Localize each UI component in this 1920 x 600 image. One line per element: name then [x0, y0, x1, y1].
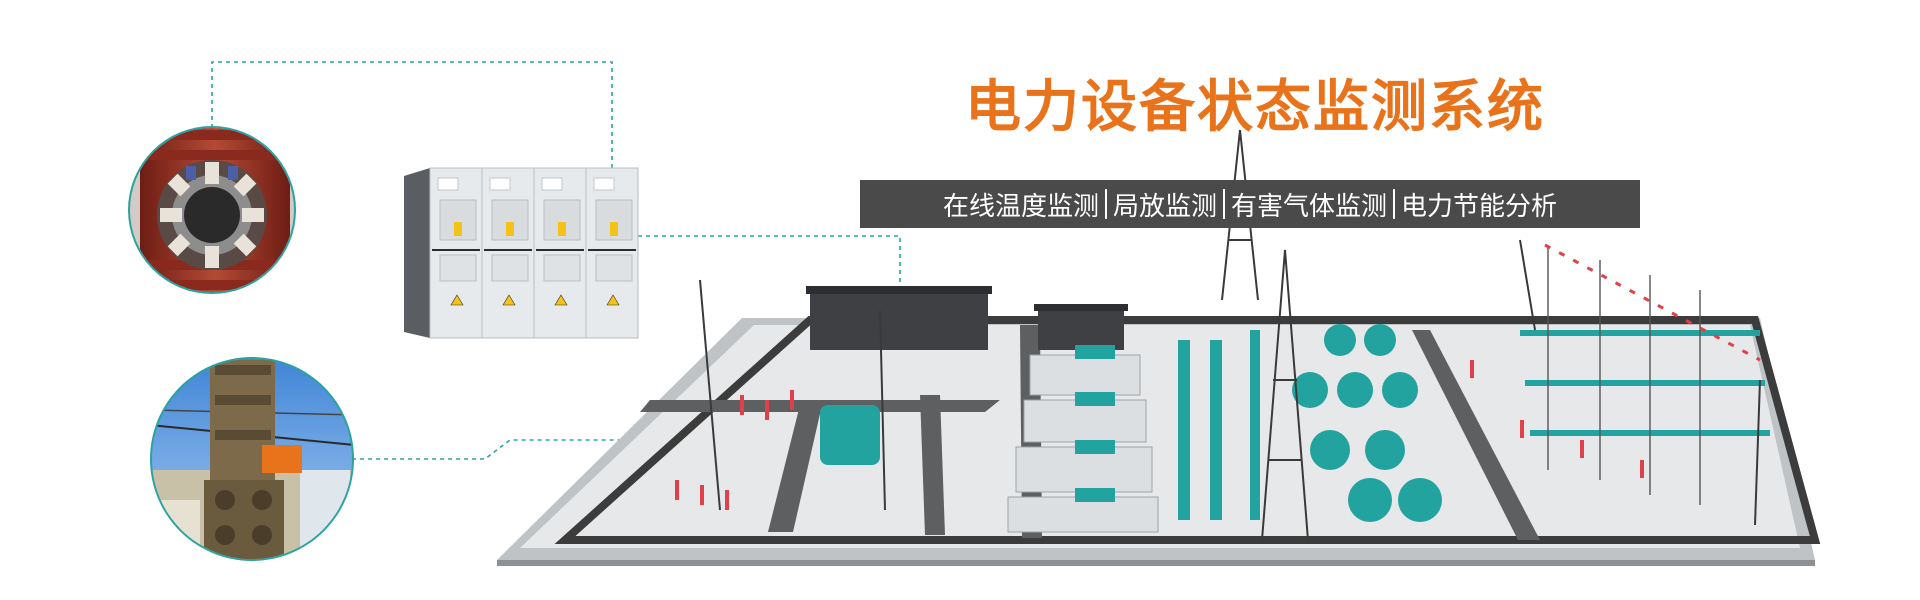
feature-temperature: 在线温度监测: [942, 191, 1099, 222]
busbar-clamp-sensor-photo: [150, 357, 354, 561]
substation-3d-model: [497, 129, 1821, 566]
feature-gas: 有害气体监测: [1231, 191, 1388, 222]
feature-separator: [1223, 189, 1225, 219]
feature-separator: [1393, 189, 1396, 219]
insulator-sensor-photo: [128, 126, 296, 294]
feature-energy: 电力节能分析: [1401, 191, 1558, 222]
connector-lines: [211, 61, 1040, 460]
page-title: 电力设备状态监测系统: [965, 75, 1545, 140]
feature-partial-discharge: 局放监测: [1112, 191, 1217, 222]
feature-banner: 在线温度监测 局放监测 有害气体监测 电力节能分析: [860, 180, 1640, 228]
cabinet-switchgear-illustration: [404, 167, 639, 339]
feature-separator: [1104, 189, 1107, 219]
